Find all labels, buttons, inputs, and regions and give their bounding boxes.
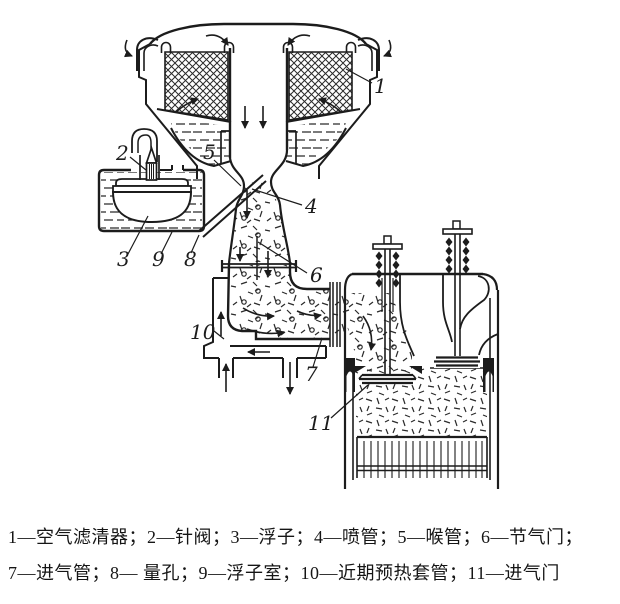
carburetor-intake-diagram: 1 2 3 4 5 6 7 8 — [97, 22, 500, 489]
venturi-throat — [198, 149, 298, 280]
air-filter-dome — [149, 22, 367, 45]
label-7: 7 — [305, 337, 323, 386]
caption-line-2: 7—进气管；8— 量孔；9—浮子室；10—近期预热套管；11—进气门 — [8, 563, 560, 583]
engine — [343, 220, 500, 489]
valve-spring — [375, 251, 400, 288]
label-4: 4 — [251, 188, 318, 218]
oil-bath-left — [168, 117, 232, 168]
filter-mesh-right — [288, 51, 353, 121]
float-chamber — [97, 128, 206, 233]
label-6: 6 — [257, 241, 323, 287]
port-flow-arrow — [362, 315, 377, 351]
label-10-text: 10 — [190, 320, 216, 344]
label-11: 11 — [308, 384, 369, 435]
piston — [356, 435, 488, 478]
caption-line-1: 1—空气滤清器；2—针阀；3—浮子；4—喷管；5—喉管；6—节气门； — [8, 527, 583, 547]
label-9: 9 — [152, 231, 173, 271]
label-8: 8 — [184, 234, 200, 271]
venturi-mixture — [229, 182, 289, 262]
intake-snorkel-right — [357, 37, 380, 71]
preheat-gas-arrows — [217, 311, 294, 395]
part-labels: 1 2 3 4 5 6 7 8 — [115, 68, 387, 435]
intake-snorkel-left — [136, 37, 159, 71]
elbow-mixture — [228, 265, 330, 339]
label-2: 2 — [115, 141, 147, 171]
label-10: 10 — [190, 320, 225, 344]
oil-bath-right — [285, 117, 349, 168]
label-9-text: 9 — [152, 247, 165, 271]
label-7-text: 7 — [305, 362, 318, 386]
float — [111, 178, 193, 224]
float-chamber-wall — [97, 168, 206, 233]
valve-spring — [445, 237, 470, 274]
label-3: 3 — [117, 215, 149, 271]
preheat-jacket — [203, 277, 327, 378]
central-air-tube — [228, 48, 289, 158]
label-4-text: 4 — [304, 194, 318, 218]
cylinder-head — [343, 272, 499, 369]
label-5-text: 5 — [203, 140, 216, 164]
air-filter — [124, 22, 392, 179]
label-2-text: 2 — [115, 141, 129, 165]
label-3-text: 3 — [117, 247, 130, 271]
label-8-text: 8 — [184, 247, 197, 271]
figure-caption: 1—空气滤清器；2—针阀；3—浮子；4—喷管；5—喉管；6—节气门； 7—进气管… — [0, 505, 620, 591]
air-flow-arrows — [124, 34, 392, 129]
pipe-flange — [329, 282, 341, 347]
elbow-flow-arrows — [242, 307, 322, 338]
label-11-text: 11 — [308, 411, 333, 435]
mixture-elbow — [203, 262, 344, 395]
label-5: 5 — [203, 140, 242, 187]
intake-valve-assembly — [353, 235, 422, 385]
label-1-text: 1 — [374, 74, 387, 98]
fuel-inlet-pipe — [131, 128, 158, 162]
needle-valve — [139, 145, 160, 181]
diagram-canvas: 1 2 3 4 5 6 7 8 — [97, 22, 500, 489]
label-6-text: 6 — [310, 263, 323, 287]
exhaust-valve-assembly — [434, 220, 480, 368]
filter-mesh-left — [164, 51, 229, 121]
label-1: 1 — [345, 68, 387, 98]
port-mixture — [344, 293, 412, 372]
cylinder — [343, 290, 500, 489]
